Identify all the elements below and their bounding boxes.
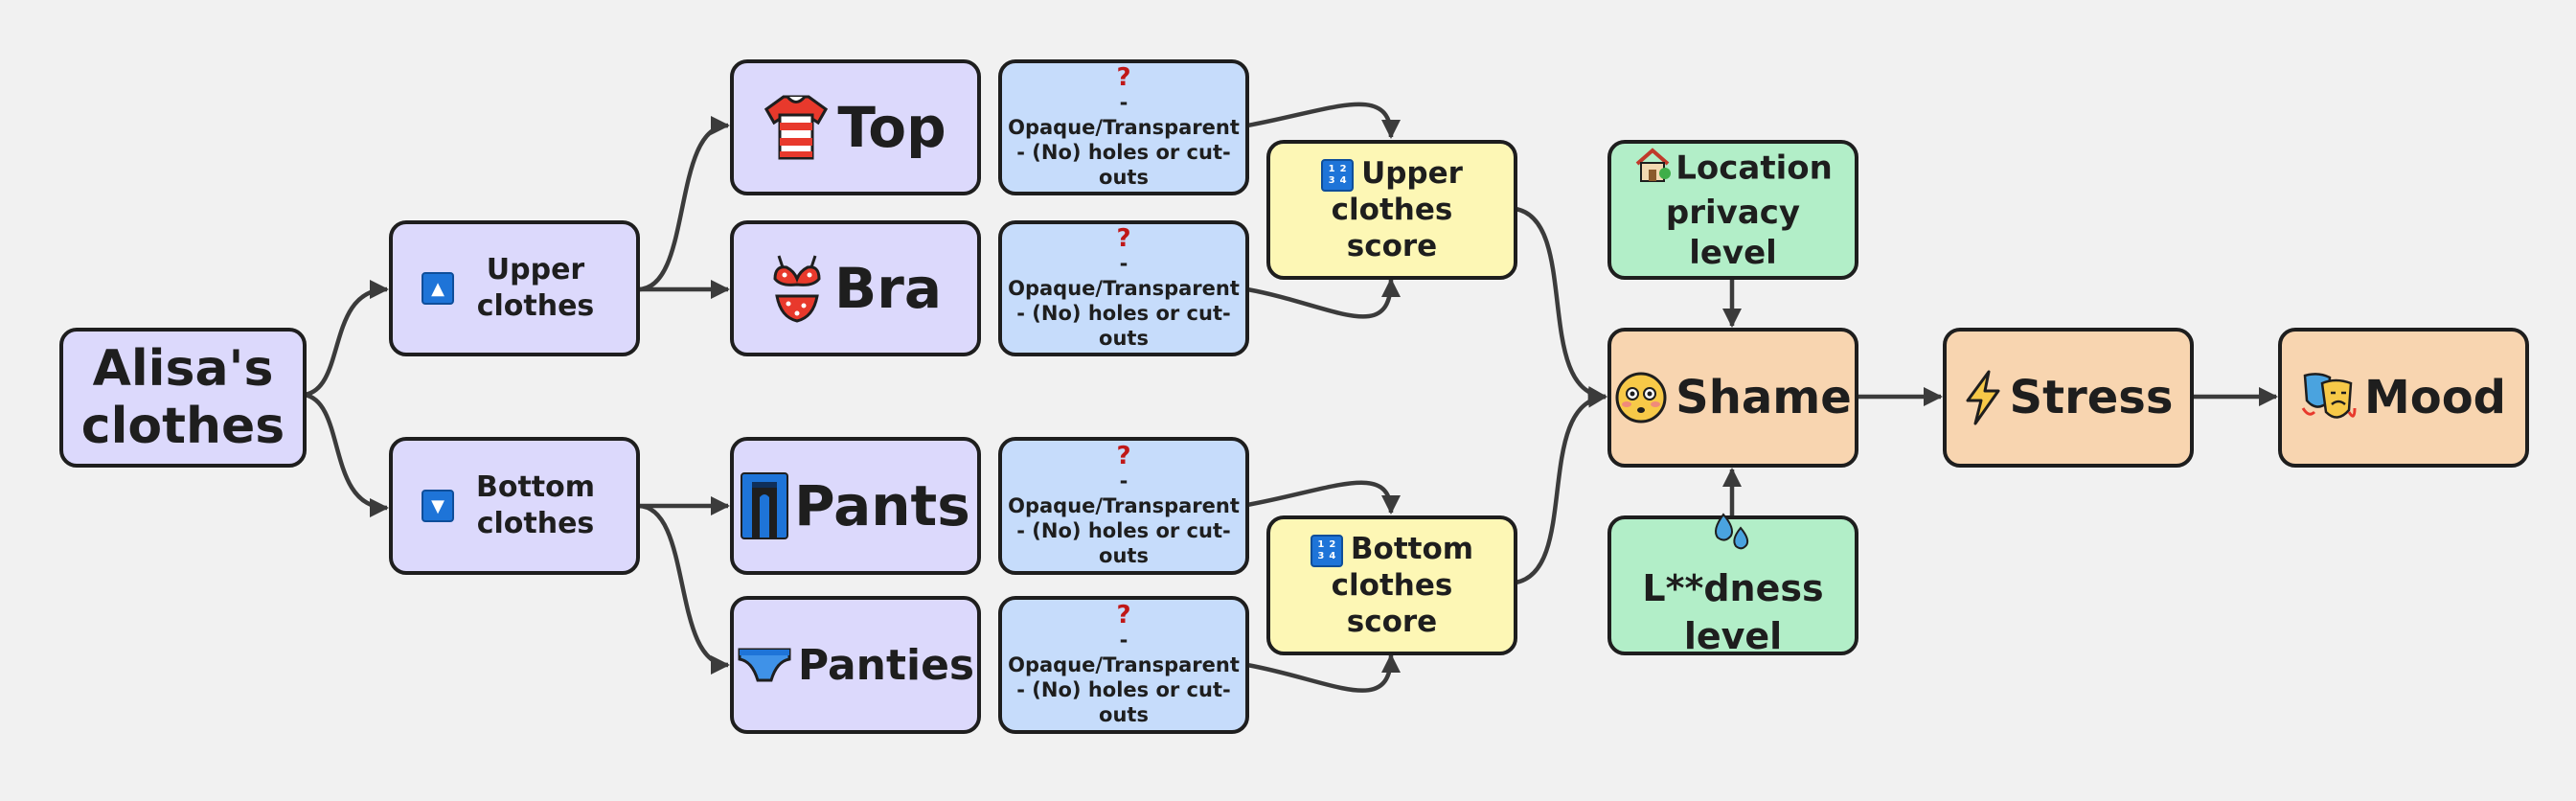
node-property-bra: ? - Opaque/Transparent - (No) holes or c… [998, 220, 1249, 356]
edge-uscore-shame [1515, 206, 1608, 406]
label-location-privacy: Location privacy level [1665, 149, 1833, 273]
bikini-icon [769, 254, 825, 323]
edge-bottom-panties [637, 503, 731, 675]
question-mark-icon: ? [1116, 224, 1131, 253]
node-alisas-clothes: Alisa's clothes [59, 328, 307, 468]
edge-pants-bscore [1246, 480, 1402, 515]
property-line-holes: - (No) holes or cut-outs [1016, 141, 1231, 189]
edge-panties-bscore [1246, 652, 1402, 693]
node-property-panties: ? - Opaque/Transparent - (No) holes or c… [998, 596, 1249, 734]
striped-shirt-icon [764, 94, 829, 161]
node-lewdness-level: L**dness level [1607, 513, 1858, 657]
label-alisas-clothes: Alisa's clothes [80, 340, 285, 455]
house-icon [1633, 147, 1672, 193]
pants-icon [741, 472, 789, 539]
up-triangle-icon: ▲ [422, 272, 454, 305]
edge-alisa-upper [304, 279, 390, 398]
node-top: Top [730, 59, 981, 195]
node-stress: Stress [1943, 328, 2194, 468]
property-line-holes: - (No) holes or cut-outs [1016, 302, 1231, 350]
label-bottom-clothes: Bottom clothes [475, 470, 596, 540]
property-line-holes: - (No) holes or cut-outs [1016, 519, 1231, 567]
node-upper-clothes: ▲ Upper clothes [389, 220, 640, 356]
property-line-opacity: - Opaque/Transparent [1008, 469, 1240, 517]
down-triangle-icon: ▼ [422, 490, 454, 522]
node-panties: Panties [730, 596, 981, 734]
property-line-holes: - (No) holes or cut-outs [1016, 678, 1231, 726]
node-property-top: ? - Opaque/Transparent - (No) holes or c… [998, 59, 1249, 195]
node-bra: Bra [730, 220, 981, 356]
property-line-opacity: - Opaque/Transparent [1008, 91, 1240, 139]
node-bottom-clothes: ▼ Bottom clothes [389, 437, 640, 575]
label-mood: Mood [2363, 371, 2507, 424]
question-mark-icon: ? [1116, 63, 1131, 92]
label-pants: Pants [794, 473, 970, 538]
node-mood: Mood [2278, 328, 2529, 468]
edge-top-uscore [1246, 102, 1402, 140]
node-pants: Pants [730, 437, 981, 575]
label-bra: Bra [834, 256, 942, 321]
node-shame: Shame [1607, 328, 1858, 468]
label-panties: Panties [797, 640, 975, 690]
edge-bra-uscore [1246, 277, 1402, 319]
question-mark-icon: ? [1116, 601, 1131, 629]
label-stress: Stress [2009, 371, 2174, 424]
theater-masks-icon [2301, 370, 2357, 425]
label-upper-score: Upper clothes score [1331, 156, 1463, 263]
node-property-pants: ? - Opaque/Transparent - (No) holes or c… [998, 437, 1249, 575]
property-line-opacity: - Opaque/Transparent [1008, 629, 1240, 676]
node-location-privacy: Location privacy level [1607, 140, 1858, 280]
property-line-opacity: - Opaque/Transparent [1008, 252, 1240, 300]
edge-alisa-bottom [304, 392, 390, 518]
flushed-face-icon [1614, 371, 1668, 424]
label-top: Top [837, 95, 946, 160]
edge-upper-top [637, 115, 731, 292]
label-bottom-score: Bottom clothes score [1331, 532, 1474, 639]
label-upper-clothes: Upper clothes [476, 253, 595, 323]
edge-bscore-shame [1515, 388, 1608, 585]
question-mark-icon: ? [1116, 442, 1131, 470]
briefs-icon [737, 646, 792, 684]
lightning-icon [1964, 370, 2002, 425]
label-shame: Shame [1676, 371, 1852, 424]
label-lewdness-level: L**dness level [1642, 567, 1824, 657]
sweat-droplets-icon [1710, 511, 1752, 564]
